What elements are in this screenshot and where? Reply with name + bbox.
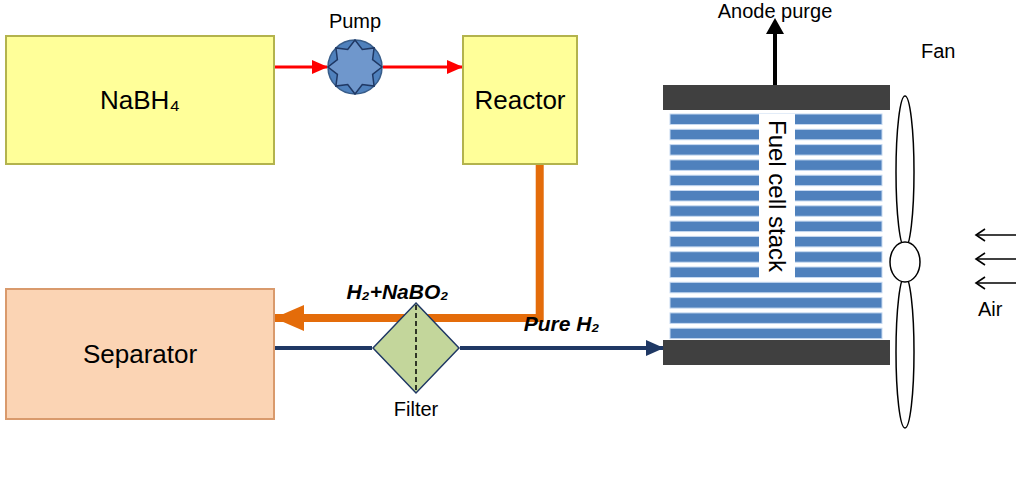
process-box: Separator bbox=[5, 288, 275, 420]
flow-arrow bbox=[275, 346, 372, 350]
flow-arrow bbox=[383, 66, 462, 69]
filter-symbol bbox=[372, 302, 460, 394]
node-label: Fuel cell stack bbox=[759, 114, 795, 278]
fuel-cell-plates bbox=[670, 114, 882, 339]
diamond-node: Filter bbox=[372, 302, 460, 394]
annotation-label: Anode purge bbox=[718, 0, 833, 23]
fan-blade bbox=[896, 96, 914, 248]
node-label: Reactor bbox=[474, 85, 565, 116]
flow-arrow bbox=[460, 346, 663, 350]
node-label: Pump bbox=[329, 10, 381, 33]
node-label: Filter bbox=[394, 398, 438, 421]
flow-arrow bbox=[275, 165, 540, 318]
edge-label: H₂+NaBO₂ bbox=[346, 280, 448, 304]
end-plate bbox=[663, 340, 890, 365]
fan-blade bbox=[896, 276, 914, 428]
pump-node: Pump bbox=[327, 39, 383, 95]
edge-label: Pure H₂ bbox=[524, 312, 600, 336]
stack-node: Fuel cell stack bbox=[663, 110, 890, 340]
process-box: NaBH₄ bbox=[5, 35, 275, 165]
node-label: Separator bbox=[83, 339, 197, 370]
fan-hub bbox=[890, 242, 920, 282]
flow-arrow bbox=[275, 66, 327, 69]
annotation-label: Air bbox=[978, 298, 1002, 321]
node-label: NaBH₄ bbox=[100, 85, 180, 116]
purge-line bbox=[773, 32, 777, 85]
annotation-label: Fan bbox=[921, 40, 955, 63]
end-plate bbox=[663, 85, 890, 110]
pump-symbol bbox=[327, 39, 383, 95]
air-arrows bbox=[976, 229, 1016, 289]
process-box: Reactor bbox=[462, 35, 578, 165]
